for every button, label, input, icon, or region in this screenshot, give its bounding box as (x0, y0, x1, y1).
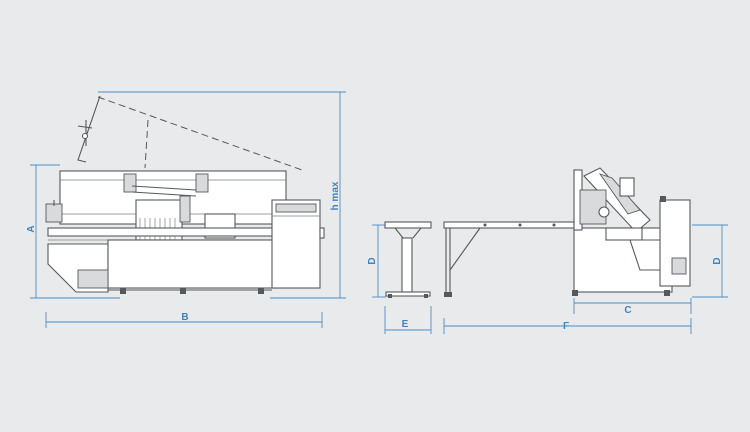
cylinder (619, 177, 635, 197)
dimension-d-side-label: D (712, 257, 723, 264)
front-view-bandsaw (45, 95, 325, 294)
dimension-h-max-label: h max (330, 181, 341, 210)
table-column (401, 237, 413, 293)
foot (388, 294, 392, 298)
tension-rail (131, 191, 197, 197)
work-table (47, 227, 279, 237)
pump-unit (77, 269, 109, 289)
foot (120, 288, 126, 294)
roller-table-side (384, 221, 432, 298)
foot (180, 288, 186, 294)
motor-pulley (598, 206, 610, 218)
dimension-b-label: B (181, 312, 188, 323)
dimension-c-label: C (624, 305, 631, 316)
foot (424, 294, 428, 298)
machine-base (107, 239, 279, 289)
dimension-d-table-label: D (367, 257, 378, 264)
handle-knob (81, 132, 89, 140)
foot (444, 292, 452, 297)
table-base (385, 291, 431, 297)
foot (572, 290, 578, 296)
roller (483, 223, 487, 227)
head-bracket (123, 173, 137, 193)
control-box (45, 203, 63, 223)
roller-table-dimensions (372, 224, 432, 334)
side-view-dimensions (443, 224, 728, 334)
handle-grip (77, 125, 93, 129)
dimension-f-label: F (563, 321, 569, 332)
raised-arm-outline (144, 119, 149, 169)
side-view-with-conveyor (443, 167, 691, 297)
dimension-a-label: A (26, 225, 37, 232)
tension-rail (131, 185, 197, 191)
dimension-e-label: E (402, 319, 409, 330)
indicator (660, 196, 666, 202)
roller-top (384, 221, 432, 229)
table-strut (412, 227, 422, 239)
blade-guide (179, 195, 191, 223)
foot (258, 288, 264, 294)
front-view-dimensions (30, 91, 346, 328)
conveyor-brace (449, 227, 481, 271)
side-saw-head (583, 167, 651, 233)
foot (664, 290, 670, 296)
roller (518, 223, 522, 227)
raised-arm-handle-side (77, 95, 101, 163)
table-strut (394, 227, 404, 239)
roller (552, 223, 556, 227)
cabinet-handle (319, 227, 325, 239)
electrical-cabinet (271, 199, 321, 289)
vise-side (605, 227, 643, 241)
head-bracket (195, 173, 209, 193)
raised-arm-outline (97, 96, 303, 171)
control-panel (671, 257, 687, 275)
cabinet-top (275, 203, 317, 213)
